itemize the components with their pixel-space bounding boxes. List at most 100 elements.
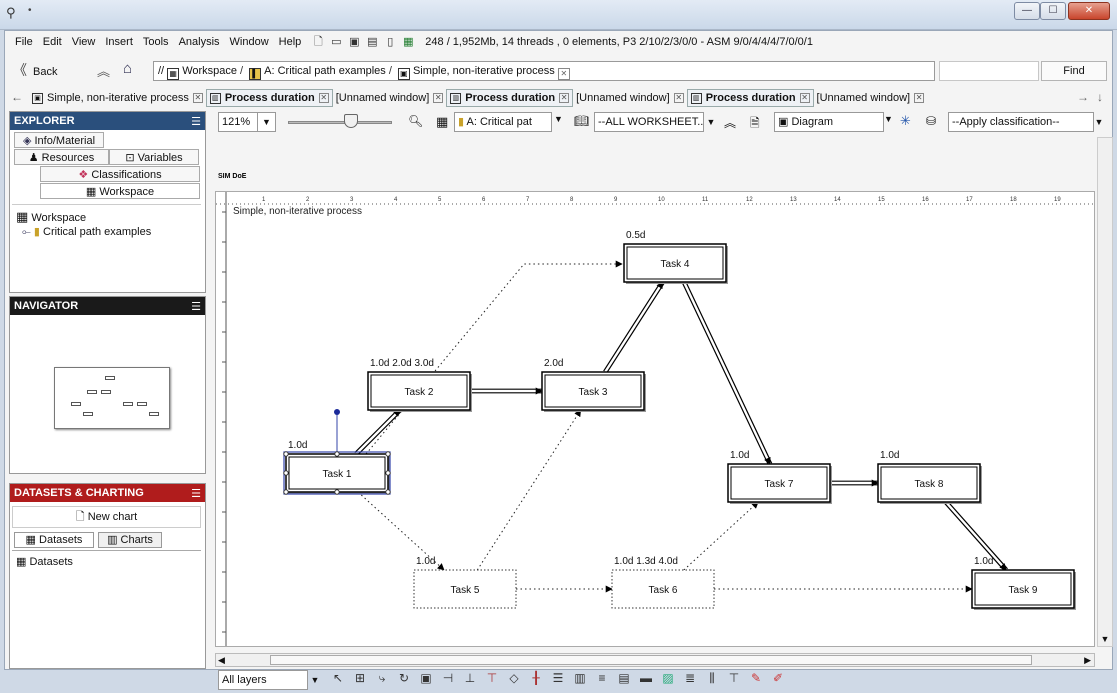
eraser-icon[interactable]: ✐ <box>772 671 784 685</box>
layers-select[interactable]: All layers <box>218 670 308 690</box>
tab-resources[interactable]: ♟ Resources <box>14 149 109 165</box>
panel-menu-icon[interactable]: ☰ <box>191 301 201 313</box>
tab-charts[interactable]: ▥ Charts <box>98 532 162 548</box>
menu-window[interactable]: Window <box>229 36 269 48</box>
tab-process-duration[interactable]: ▥Process duration✕ <box>205 89 333 107</box>
distribute-icon[interactable]: ≡ <box>598 671 606 685</box>
minimize-button[interactable]: — <box>1014 2 1040 20</box>
vertical-scrollbar[interactable]: ▼ <box>1097 137 1113 647</box>
auto-layout-icon[interactable]: ✳ <box>900 113 911 128</box>
find-input[interactable] <box>939 61 1039 81</box>
list-item[interactable]: ▦ Datasets <box>16 556 73 568</box>
chevron-up-icon[interactable]: ︽ <box>724 116 737 130</box>
tree-item-workspace[interactable]: ▦ Workspace <box>16 209 87 224</box>
tab-close-icon[interactable]: ✕ <box>192 93 203 103</box>
save-icon[interactable]: ▣ <box>349 36 360 48</box>
find-button[interactable]: Find <box>1041 61 1107 81</box>
home-icon[interactable]: ⌂ <box>123 60 133 77</box>
up-chevron-icon[interactable]: ︽ <box>97 64 111 79</box>
worksheet-select[interactable]: --ALL WORKSHEET... <box>594 112 704 132</box>
chevron-down-icon[interactable]: ▼ <box>1094 117 1104 127</box>
process-select[interactable]: ▮ A: Critical pat <box>454 112 552 132</box>
tab-close-icon[interactable]: ✕ <box>559 93 570 103</box>
pointer-icon[interactable]: ↖ <box>332 671 344 685</box>
tab-unnamed-window[interactable]: [Unnamed window]✕ <box>335 92 444 104</box>
subprocess-icon[interactable]: ▣ <box>420 671 432 685</box>
menu-help[interactable]: Help <box>278 36 302 48</box>
tab-close-icon[interactable]: ✕ <box>914 93 925 103</box>
breadcrumb-close-icon[interactable]: ✕ <box>557 68 570 80</box>
excel-icon[interactable]: ▦ <box>403 36 414 48</box>
search-icon[interactable]: 🔍︎ <box>408 114 424 128</box>
gateway-icon[interactable]: ⊤ <box>486 671 498 685</box>
decision-icon[interactable]: ◇ <box>509 671 519 685</box>
chevron-down-icon[interactable]: ▼ <box>554 114 563 124</box>
diagram-canvas[interactable]: 123456789101112131415161718192021Simple,… <box>215 191 1095 647</box>
menu-tools[interactable]: Tools <box>142 36 169 48</box>
tab-close-icon[interactable]: ✕ <box>673 93 684 103</box>
panel-menu-icon[interactable]: ☰ <box>191 488 201 500</box>
tab-workspace[interactable]: ▦ Workspace <box>40 183 200 199</box>
tab-datasets[interactable]: ▦ Datasets <box>14 532 94 548</box>
stack-icon[interactable]: ▤ <box>618 671 630 685</box>
tree-expander-icon[interactable]: ⟜ <box>22 226 31 238</box>
new-document-icon[interactable]: 🗋 <box>313 36 323 48</box>
pdf-icon[interactable]: ▯ <box>387 36 394 48</box>
text-box-icon[interactable]: ⊤ <box>728 671 740 685</box>
tab-list-arrow-icon[interactable]: ↓ <box>1097 90 1103 104</box>
tab-close-icon[interactable]: ✕ <box>799 93 810 103</box>
add-link-icon[interactable]: ⤷ <box>378 671 386 685</box>
add-task-icon[interactable]: ⊞ <box>354 671 366 685</box>
scrollbar-thumb[interactable] <box>270 655 1032 665</box>
menu-view[interactable]: View <box>71 36 96 48</box>
text-align-icon[interactable]: ≣ <box>684 671 696 685</box>
breadcrumb[interactable]: // ▦Workspace/ ▌A: Critical path example… <box>153 61 935 81</box>
tab-info-material[interactable]: ◈ Info/Material <box>14 132 104 148</box>
zoom-dropdown-icon[interactable]: ▼ <box>258 112 276 132</box>
column-icon[interactable]: ⫼ <box>709 671 715 685</box>
sim-doe-icon[interactable]: SIM DoE <box>218 173 247 180</box>
tree-item-critical-path[interactable]: ⟜ ▮ Critical path examples <box>22 226 152 238</box>
maximize-button[interactable]: ☐ <box>1040 2 1066 20</box>
zoom-field[interactable]: 121% <box>218 112 258 132</box>
scroll-right-arrow-icon[interactable]: ▶ <box>1084 655 1091 665</box>
zoom-slider[interactable] <box>288 121 392 124</box>
classification-select[interactable]: --Apply classification-- <box>948 112 1094 132</box>
workspace-icon[interactable]: ▦ <box>436 114 449 129</box>
tab-process-duration[interactable]: ▥Process duration✕ <box>686 89 814 107</box>
tab-classifications[interactable]: ❖ Classifications <box>40 166 200 182</box>
menu-file[interactable]: File <box>15 36 33 48</box>
menu-insert[interactable]: Insert <box>105 36 133 48</box>
align-vertical-icon[interactable]: ▥ <box>574 671 586 685</box>
menu-analysis[interactable]: Analysis <box>178 36 220 48</box>
open-folder-icon[interactable]: ▭ <box>331 36 342 48</box>
close-button[interactable]: ✕ <box>1068 2 1110 20</box>
tab-process[interactable]: ▣Simple, non-iterative process✕ <box>29 89 206 107</box>
tab-unnamed-window[interactable]: [Unnamed window]✕ <box>816 92 925 104</box>
tab-forward-arrow-icon[interactable]: → <box>1077 90 1089 104</box>
save-all-icon[interactable]: ▤ <box>367 36 378 48</box>
book-icon[interactable]: 📖︎ <box>574 114 590 128</box>
merge-icon[interactable]: ⊥ <box>464 671 476 685</box>
align-horizontal-icon[interactable]: ☰ <box>552 671 564 685</box>
tab-variables[interactable]: ⊡ Variables <box>109 149 199 165</box>
rectangle-icon[interactable]: ▬ <box>640 671 652 685</box>
chevron-down-icon[interactable]: ▼ <box>706 117 716 127</box>
back-button[interactable]: 《Back <box>13 61 57 79</box>
split-icon[interactable]: ⊣ <box>442 671 454 685</box>
new-chart-button[interactable]: 🗋 New chart <box>12 506 201 528</box>
tab-close-icon[interactable]: ✕ <box>318 93 329 103</box>
scroll-left-arrow-icon[interactable]: ◀ <box>218 655 225 665</box>
breadcrumb-process[interactable]: Simple, non-iterative process <box>412 65 555 77</box>
horizontal-scrollbar[interactable]: ◀ ▶ <box>215 653 1095 667</box>
menu-edit[interactable]: Edit <box>42 36 62 48</box>
chevron-down-icon[interactable]: ▼ <box>884 114 893 124</box>
view-select[interactable]: ▣ Diagram <box>774 112 884 132</box>
breadcrumb-examples[interactable]: A: Critical path examples <box>264 65 386 77</box>
image-icon[interactable]: ▨ <box>662 671 674 685</box>
breadcrumb-workspace[interactable]: Workspace <box>182 65 238 77</box>
tab-unnamed-window[interactable]: [Unnamed window]✕ <box>576 92 684 104</box>
tab-back-arrow-icon[interactable]: ← <box>11 90 23 104</box>
page-icon[interactable]: 🗎 <box>750 116 760 130</box>
chevron-down-icon[interactable]: ▼ <box>310 675 320 685</box>
